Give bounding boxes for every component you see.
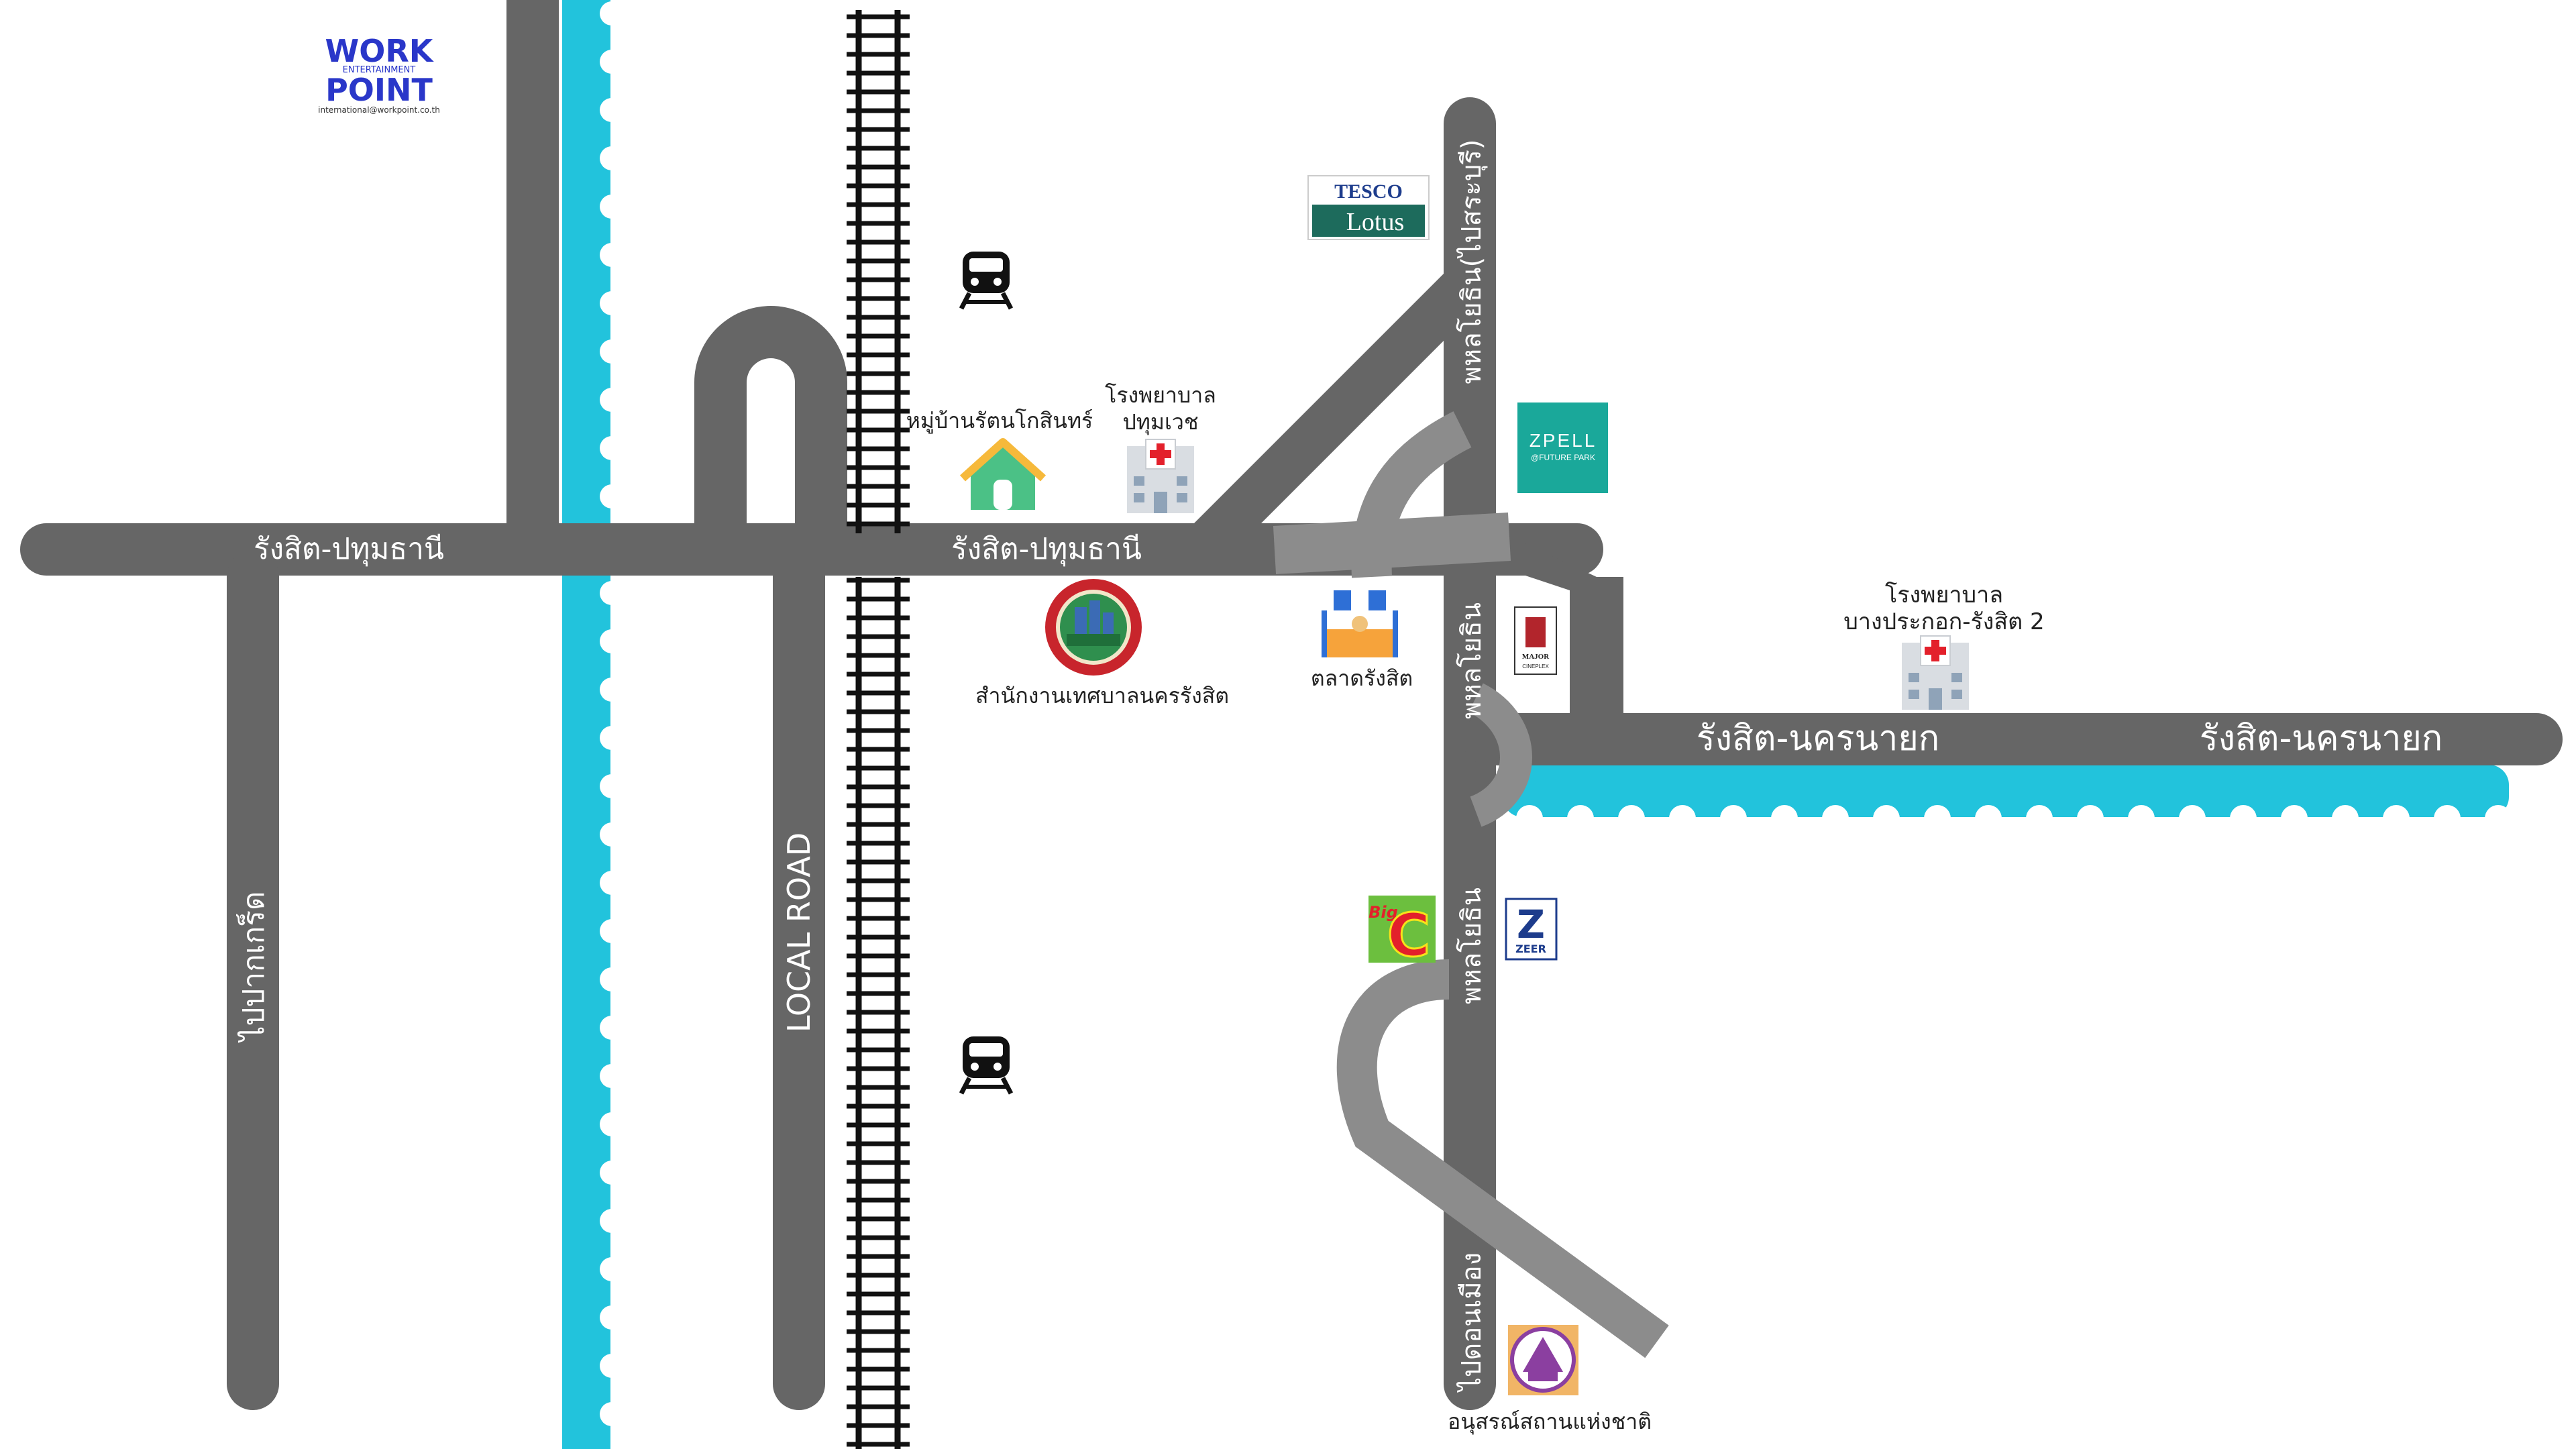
zpell-logo: ZPELL @FUTURE PARK: [1517, 402, 1608, 493]
train-icon: [959, 1036, 1014, 1095]
label-hospital-bangprakok-1: โรงพยาบาล: [1885, 582, 2003, 608]
workpoint-logo: WORK ENTERTAINMENT POINT international@w…: [275, 20, 483, 121]
ramp-cross: [1273, 513, 1511, 574]
major-logo-sub: CINEPLEX: [1522, 663, 1549, 669]
ramp-mid: [1468, 683, 1532, 827]
label-hospital-pathumvech-2: ปทุมเวช: [1122, 409, 1198, 435]
tesco-lotus-logo: TESCO Lotus: [1307, 175, 1430, 240]
road-uturn: [694, 306, 847, 550]
house-icon: [959, 438, 1046, 510]
municipal-seal-icon: [1045, 579, 1142, 676]
label-rangsit-market: ตลาดรังสิต: [1311, 665, 1413, 691]
hospital-icon: [1127, 439, 1194, 513]
zeer-logo: Z ZEER: [1505, 898, 1558, 961]
zpell-logo-sub: @FUTURE PARK: [1531, 453, 1595, 462]
monument-icon: [1508, 1325, 1578, 1395]
market-icon: [1316, 590, 1403, 657]
label-village: หมู่บ้านรัตนโกสินทร์: [906, 408, 1093, 434]
major-logo-text: MAJOR: [1522, 653, 1550, 661]
label-municipal-office: สำนักงานเทศบาลนครรังสิต: [975, 683, 1229, 708]
hospital-icon: [1902, 635, 1969, 710]
major-cineplex-logo: MAJOR CINEPLEX: [1514, 606, 1557, 675]
label-rangsit-pathumthani-west: รังสิต-ปทุมธานี: [254, 532, 444, 567]
zeer-logo-text: ZEER: [1515, 943, 1546, 955]
label-pak-kret: ไปปากเกร็ด: [236, 891, 271, 1042]
workpoint-logo-line1: WORK: [325, 33, 435, 69]
lotus-logo-text: Lotus: [1346, 208, 1405, 236]
road-diagonal-northeast: [1181, 248, 1469, 537]
zpell-logo-text: ZPELL: [1529, 430, 1597, 451]
label-nakhonnayok-1: รังสิต-นครนายก: [1697, 718, 1940, 759]
bigc-logo-c: C: [1387, 901, 1431, 970]
bigc-logo: Big C: [1368, 896, 1436, 971]
workpoint-logo-email: international@workpoint.co.th: [318, 105, 440, 115]
workpoint-logo-line3: POINT: [325, 72, 433, 108]
label-hospital-bangprakok-2: บางประกอก-รังสิต 2: [1843, 608, 2044, 635]
road-north-canal: [506, 0, 559, 550]
label-hospital-pathumvech-1: โรงพยาบาล: [1105, 382, 1216, 408]
ramps: [1273, 411, 1669, 1358]
railway: [847, 10, 910, 1449]
tesco-logo-text: TESCO: [1334, 180, 1403, 203]
label-phahon-south: พหลโยธิน: [1456, 888, 1487, 1004]
zeer-logo-z: Z: [1517, 902, 1545, 947]
road-pak-kret: [227, 550, 279, 1410]
road-rangsit-nakhonnayok: [1462, 713, 2563, 765]
workpoint-logo-line2: ENTERTAINMENT: [343, 65, 416, 75]
canal-vertical: [562, 0, 624, 1449]
canal-horizontal: [1503, 765, 2512, 832]
ramp-lower-loop: [1336, 959, 1669, 1358]
label-phahon-north: พหลโยธิน(ไปสระบุรี): [1456, 140, 1488, 384]
train-icon: [959, 252, 1014, 310]
bigc-logo-big: Big: [1368, 903, 1398, 922]
label-nakhonnayok-2: รังสิต-นครนายก: [2200, 718, 2443, 759]
road-connector-east: [1462, 530, 1623, 745]
label-don-mueang: ไปดอนเมือง: [1456, 1252, 1487, 1393]
road-local: [773, 550, 825, 1410]
label-monument: อนุสรณ์สถานแห่งชาติ: [1448, 1409, 1652, 1435]
label-rangsit-pathumthani-east: รังสิต-ปทุมธานี: [951, 532, 1142, 567]
roads: [20, 0, 2563, 1410]
label-phahon-mid: พหลโยธิน: [1456, 602, 1487, 719]
label-local-road: LOCAL ROAD: [781, 833, 817, 1032]
